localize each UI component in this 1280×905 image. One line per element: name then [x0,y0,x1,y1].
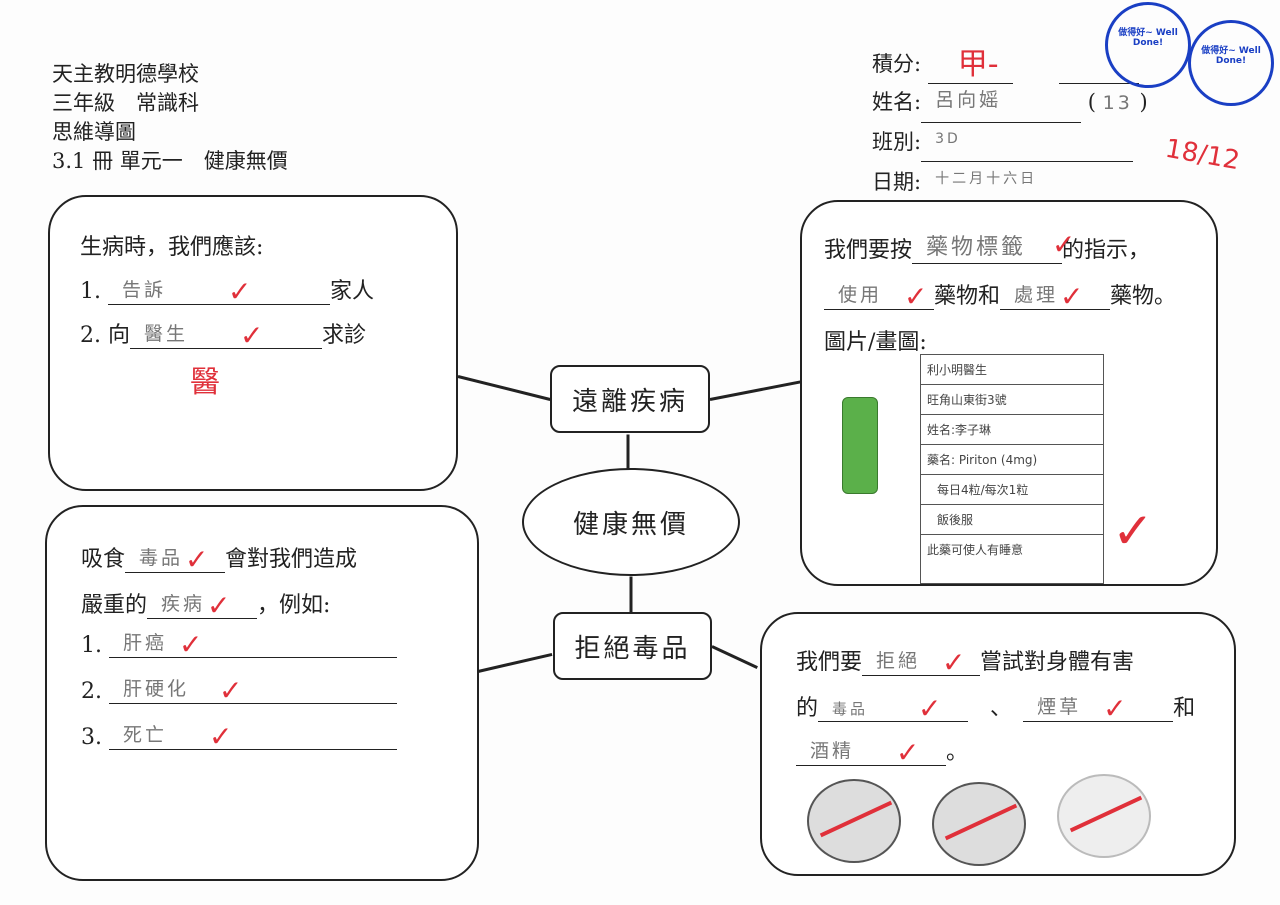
name-label: 姓名: [872,90,922,114]
text: 嚴重的 [81,593,148,618]
score-label: 積分: [872,52,922,76]
list-item: 1. 肝癌✓ [81,628,397,661]
check-mark: ✓ [179,628,203,661]
date-label: 日期: [872,170,922,194]
marked-date: 18/12 [1162,133,1242,177]
class-label: 班別: [872,130,922,154]
text: 嘗試對身體有害 [980,650,1135,675]
date-value: 十二月十六日 [935,171,1038,187]
no-tobacco-drawing [1057,774,1151,858]
answer: 藥物標籤 [926,235,1027,260]
check-mark: ✓ [942,646,966,679]
header: 天主教明德學校 三年級 常識科 思維導圖 3.1 冊 單元一 健康無價 [52,60,288,176]
well-done-stamp: 做得好~ Well Done! [1105,2,1191,88]
list-item: 2. 肝硬化✓ [81,674,397,707]
no-alcohol-drawing [932,782,1026,866]
check-mark: ✓ [228,275,252,308]
text: 我們要按 [824,238,913,263]
branch-avoid-disease: 遠離疾病 [550,365,710,433]
well-done-stamp: 做得好~ Well Done! [1188,20,1274,106]
text: 的 [796,696,819,721]
text: 和 [1173,696,1196,721]
answer: 告訴 [122,279,167,301]
answer: 疾病 [161,593,206,615]
answer: 使用 [838,284,883,306]
text: 吸食 [81,547,126,572]
school-name: 天主教明德學校 [52,62,199,86]
connector-line [626,434,630,471]
answer: 醫生 [143,323,188,345]
score-value: 甲- [957,47,999,82]
text: 藥物和 [934,284,1001,309]
list-item: 3. 死亡✓ [81,720,397,753]
unit-title: 3.1 冊 單元一 健康無價 [52,149,288,173]
box-medicine-label: 我們要按藥物標籤✓的指示， 使用✓藥物和處理✓藥物。 圖片/畫圖: 利小明醫生 … [800,200,1218,586]
item-prefix: 2. 向 [80,323,130,348]
check-mark: ✓ [207,589,231,622]
connector-line [711,645,758,669]
check-mark: ✓ [219,674,243,707]
central-topic: 健康無價 [522,468,740,576]
check-mark: ✓ [896,736,920,769]
answer: 毒品 [832,700,869,718]
drawing-label: 圖片/畫圖: [824,330,927,355]
text: 。 [946,740,969,765]
check-mark: ✓ [1112,502,1154,560]
worksheet-type: 思維導圖 [52,120,136,144]
answer: 拒絕 [876,650,921,672]
check-mark: ✓ [1052,228,1076,261]
medicine-bottle-drawing [842,397,878,494]
check-mark: ✓ [904,280,928,313]
check-mark: ✓ [209,720,233,753]
box-drug-harm: 吸食毒品✓會對我們造成 嚴重的疾病✓，例如: 1. 肝癌✓ 2. 肝硬化✓ 3.… [45,505,479,881]
connector-line [477,652,553,673]
teacher-correction: 醫 [190,365,220,400]
connector-line [457,375,551,401]
connector-line [709,380,801,401]
text: 的指示， [1062,238,1151,263]
text: 藥物。 [1110,284,1177,309]
class-number: 13 [1102,92,1133,114]
medicine-label-drawing: 利小明醫生 旺角山東街3號 姓名:李子琳 藥名: Piriton (4mg) 每… [920,354,1104,584]
suffix: 家人 [330,279,375,304]
box-refuse-harmful: 我們要拒絕✓嘗試對身體有害 的毒品✓ 、 煙草✓和 酒精✓。 [760,612,1236,876]
box-when-sick: 生病時，我們應該: 1. 告訴 ✓ 家人 2. 向醫生 ✓ 求診 醫 [48,195,458,491]
item-number: 1. [80,279,101,304]
check-mark: ✓ [185,543,209,576]
check-mark: ✓ [918,692,942,725]
answer: 煙草 [1037,696,1082,718]
suffix: 求診 [321,323,366,348]
prompt: 生病時，我們應該: [80,235,264,260]
grade-subject: 三年級 常識科 [52,91,199,115]
no-drugs-drawing [807,779,901,863]
connector-line [629,576,633,614]
answer: 處理 [1014,284,1059,306]
answer: 死亡 [123,724,168,746]
text: 、 [990,696,1002,721]
check-mark: ✓ [239,319,264,352]
text: 我們要 [796,650,863,675]
name-value: 呂向媱 [935,89,1002,111]
class-value: 3D [935,131,961,147]
text: 會對我們造成 [225,547,358,572]
text: ，例如: [257,593,331,618]
answer: 肝癌 [123,632,168,654]
answer: 毒品 [139,547,184,569]
answer: 酒精 [810,740,855,762]
check-mark: ✓ [1060,280,1084,313]
check-mark: ✓ [1103,692,1127,725]
branch-refuse-drugs: 拒絕毒品 [553,612,712,680]
answer: 肝硬化 [123,678,190,700]
